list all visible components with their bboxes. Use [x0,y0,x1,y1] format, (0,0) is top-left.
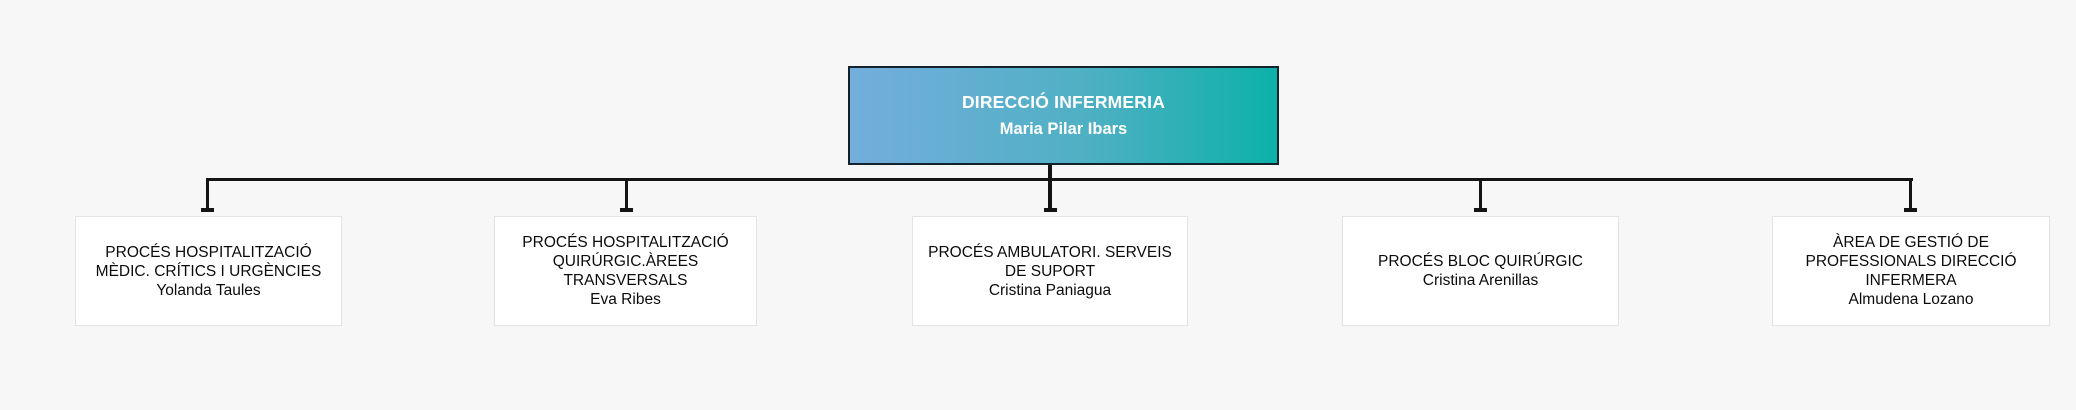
arrowhead-tee-4 [1474,208,1487,212]
arrowhead-tee-1 [201,208,214,212]
node-name: Cristina Paniagua [988,281,1112,299]
root-node-name: Maria Pilar Ibars [999,120,1128,138]
node-area-gestio-professionals: ÀREA DE GESTIÓ DE PROFESSIONALS DIRECCIÓ… [1772,216,2050,326]
node-title: ÀREA DE GESTIÓ DE PROFESSIONALS DIRECCIÓ… [1805,234,2017,289]
root-node-direccio-infermeria: DIRECCIÓ INFERMERIA Maria Pilar Ibars [848,66,1279,165]
node-title: PROCÉS HOSPITALITZACIÓ QUIRÚRGIC.ÀREES T… [522,234,729,289]
arrowhead-tee-3 [1044,208,1057,212]
connector-trunk [1048,165,1052,208]
connector-drop-5 [1909,180,1912,208]
connector-horizontal [206,178,1913,181]
connector-drop-4 [1479,180,1482,208]
connector-drop-2 [625,180,628,208]
node-name: Eva Ribes [590,291,661,308]
node-proces-hospitalitzacio-medic: PROCÉS HOSPITALITZACIÓ MÈDIC. CRÍTICS I … [75,216,342,326]
node-title: PROCÉS HOSPITALITZACIÓ MÈDIC. CRÍTICS I … [95,243,322,280]
node-title: PROCÉS AMBULATORI. SERVEIS DE SUPORT [928,243,1172,280]
node-proces-ambulatori: PROCÉS AMBULATORI. SERVEIS DE SUPORT Cri… [912,216,1188,326]
root-node-title: DIRECCIÓ INFERMERIA [961,92,1166,112]
node-name: Yolanda Taules [156,281,261,299]
arrowhead-tee-5 [1904,208,1917,212]
node-name: Almudena Lozano [1848,291,1974,308]
node-proces-bloc-quirurgic: PROCÉS BLOC QUIRÚRGIC Cristina Arenillas [1342,216,1619,326]
node-title: PROCÉS BLOC QUIRÚRGIC [1378,253,1583,270]
node-name: Cristina Arenillas [1422,272,1539,289]
arrowhead-tee-2 [620,208,633,212]
node-proces-hospitalitzacio-quirurgic: PROCÉS HOSPITALITZACIÓ QUIRÚRGIC.ÀREES T… [494,216,757,326]
connector-drop-1 [206,180,209,208]
